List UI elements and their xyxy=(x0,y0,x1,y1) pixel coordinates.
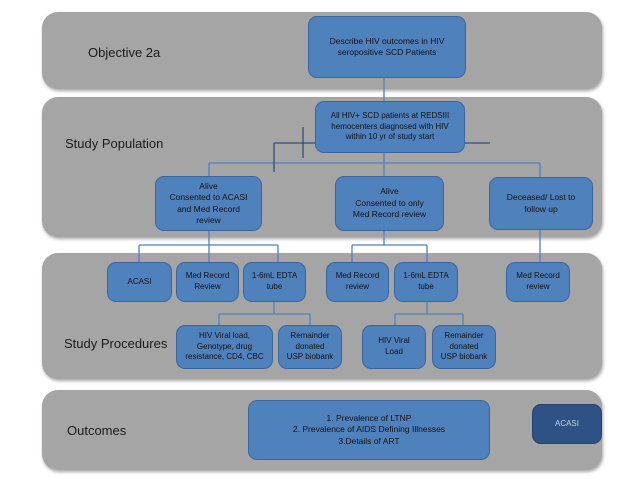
band-label-study-procedures: Study Procedures xyxy=(64,336,168,351)
node-outcomes-list: 1. Prevalence of LTNP 2. Prevalence of A… xyxy=(248,400,490,460)
node-proc-acasi: ACASI xyxy=(107,262,172,302)
band-label-objective: Objective 2a xyxy=(88,45,161,60)
node-proc-edta-tube: 1-6mL EDTA tube xyxy=(394,262,458,302)
node-study-population: All HIV+ SCD patients at REDSIII hemocen… xyxy=(315,101,465,153)
node-proc-medrecord-review: Med Record review xyxy=(506,262,570,302)
node-proc-edta-tube: 1-6mL EDTA tube xyxy=(243,262,306,302)
node-alive-acasi-medrecord: Alive Consented to ACASI and Med Record … xyxy=(155,176,262,231)
band-label-outcomes: Outcomes xyxy=(67,423,127,438)
band-label-study-population: Study Population xyxy=(65,136,164,151)
node-alive-medrecord-only: Alive Consented to only Med Record revie… xyxy=(335,176,444,231)
node-lab-viral-load: HIV Viral Load xyxy=(362,325,426,369)
node-proc-medrecord-review: Med Record review xyxy=(326,262,389,302)
node-outcome-acasi: ACASI xyxy=(532,404,602,444)
node-objective: Describe HIV outcomes in HIV seropositiv… xyxy=(308,16,466,78)
node-deceased-lost: Deceased/ Lost to follow up xyxy=(489,177,593,230)
node-proc-medrecord-review: Med Record Review xyxy=(176,262,239,302)
node-biobank-donation: Remainder donated USP biobank xyxy=(278,325,342,369)
node-lab-tests-full: HIV Viral load, Genotype, drug resistanc… xyxy=(176,325,273,369)
node-biobank-donation: Remainder donated USP biobank xyxy=(432,325,496,369)
